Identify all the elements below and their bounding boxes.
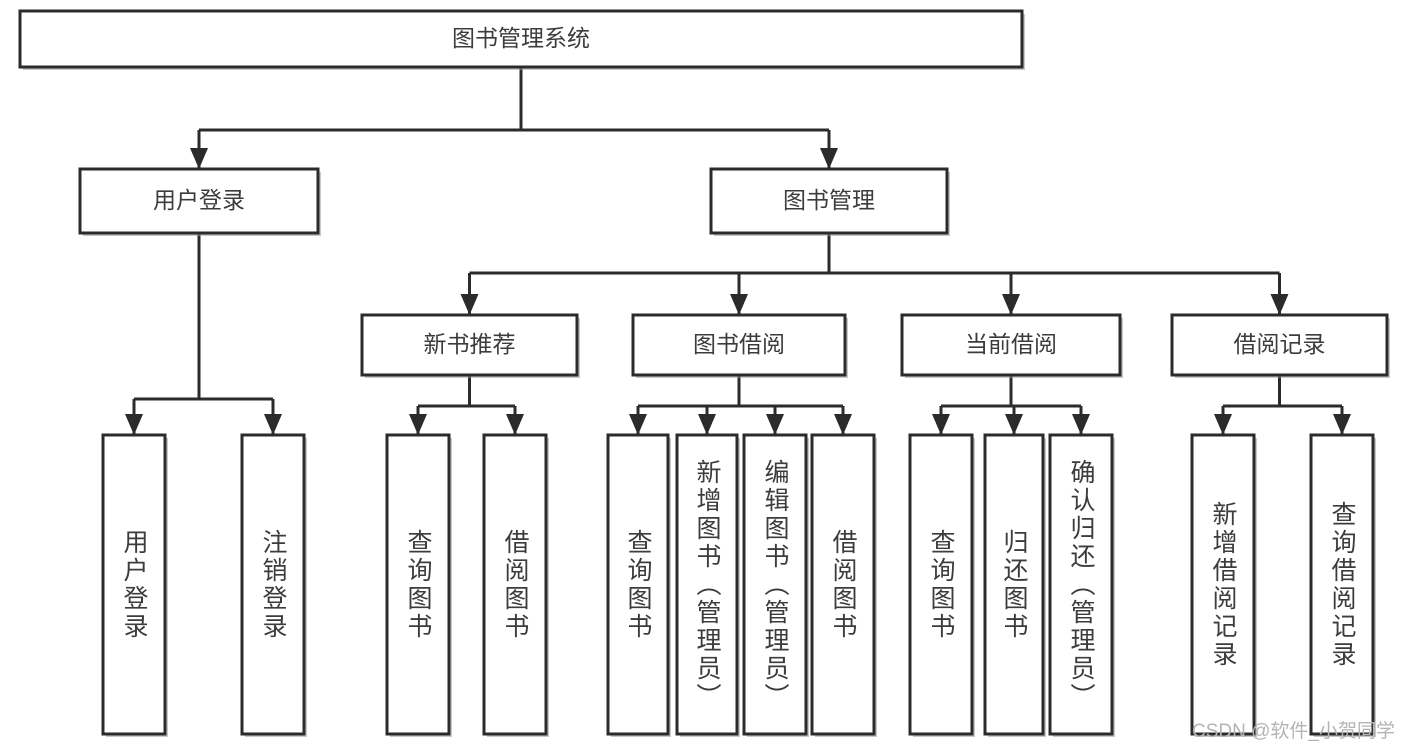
arrow-head-icon <box>1270 294 1289 315</box>
arrow-head-icon <box>1002 294 1020 315</box>
node-label: 借阅记录 <box>1234 331 1326 357</box>
node-leaf-borrow-book[interactable] <box>810 433 877 737</box>
node-root[interactable]: 图书管理系统 <box>18 9 1025 70</box>
node-leaf-user-logout[interactable] <box>240 433 307 737</box>
node-leaf-query-book-rec[interactable] <box>385 433 452 737</box>
arrow-head-icon <box>932 414 950 435</box>
node-box[interactable] <box>101 433 167 736</box>
node-box[interactable] <box>900 313 1122 377</box>
arrow-head-icon <box>460 294 479 315</box>
node-current-borrow[interactable]: 当前借阅 <box>900 313 1123 378</box>
node-leaf-borrow-book-rec[interactable] <box>482 433 549 737</box>
arrow-head-icon <box>629 414 647 435</box>
node-box[interactable] <box>1170 313 1389 377</box>
arrow-head-icon <box>190 148 208 169</box>
node-label: 用户登录 <box>153 187 245 213</box>
node-borrow-record[interactable]: 借阅记录 <box>1170 313 1390 378</box>
node-label: 新书推荐 <box>424 331 516 357</box>
arrow-head-icon <box>506 414 524 435</box>
node-box[interactable] <box>1048 433 1114 736</box>
node-leaf-confirm-return[interactable] <box>1048 433 1115 737</box>
node-box[interactable] <box>810 433 876 736</box>
node-box[interactable] <box>78 167 320 235</box>
connector-edge-root-split <box>190 67 838 169</box>
node-leaf-add-book[interactable] <box>675 433 740 737</box>
arrow-head-icon <box>1072 414 1090 435</box>
node-box[interactable] <box>1190 433 1256 736</box>
node-leaf-add-record[interactable] <box>1190 433 1257 737</box>
connector-edge-bookmanage-split <box>460 233 1289 315</box>
arrow-head-icon <box>730 294 748 315</box>
arrow-head-icon <box>409 414 427 435</box>
connector-edge-newbook-split <box>409 375 524 435</box>
arrow-head-icon <box>1333 414 1351 435</box>
node-box[interactable] <box>606 433 670 736</box>
connector-layer <box>125 67 1351 435</box>
node-box[interactable] <box>240 433 306 736</box>
node-leaf-query-book-borrow[interactable] <box>606 433 671 737</box>
arrow-head-icon <box>820 148 838 169</box>
node-label: 当前借阅 <box>965 331 1057 357</box>
arrow-head-icon <box>1005 414 1023 435</box>
node-label: 图书借阅 <box>693 331 785 357</box>
node-leaf-return-book[interactable] <box>983 433 1046 737</box>
node-box[interactable] <box>631 313 847 377</box>
connector-edge-borrowrecord-split <box>1214 375 1351 435</box>
node-label: 图书管理系统 <box>452 25 590 51</box>
node-box[interactable] <box>709 167 949 235</box>
node-box[interactable] <box>675 433 739 736</box>
connector-edge-userlogin-split <box>125 233 282 435</box>
node-user-login[interactable]: 用户登录 <box>78 167 321 236</box>
connector-edge-bookborrow-split <box>629 375 852 435</box>
node-box[interactable] <box>908 433 974 736</box>
csdn-watermark: CSDN @软件_小贺同学 <box>1192 721 1395 742</box>
node-new-book-rec[interactable]: 新书推荐 <box>360 313 580 378</box>
node-box[interactable] <box>742 433 808 736</box>
node-box[interactable] <box>18 9 1024 69</box>
node-book-manage[interactable]: 图书管理 <box>709 167 950 236</box>
node-leaf-query-book-cur[interactable] <box>908 433 975 737</box>
arrow-head-icon <box>264 414 282 435</box>
node-box[interactable] <box>983 433 1045 736</box>
arrow-head-icon <box>698 414 716 435</box>
arrow-head-icon <box>766 414 784 435</box>
node-book-borrow[interactable]: 图书借阅 <box>631 313 848 378</box>
node-box[interactable] <box>482 433 548 736</box>
arrow-head-icon <box>1214 414 1232 435</box>
connector-edge-currentborrow-split <box>932 375 1090 435</box>
node-leaf-query-record[interactable] <box>1309 433 1376 737</box>
node-box[interactable] <box>360 313 579 377</box>
node-box[interactable] <box>385 433 451 736</box>
node-label: 图书管理 <box>783 187 875 213</box>
node-leaf-edit-book[interactable] <box>742 433 809 737</box>
node-box[interactable] <box>1309 433 1375 736</box>
node-leaf-user-login[interactable] <box>101 433 168 737</box>
arrow-head-icon <box>834 414 852 435</box>
arrow-head-icon <box>125 414 143 435</box>
